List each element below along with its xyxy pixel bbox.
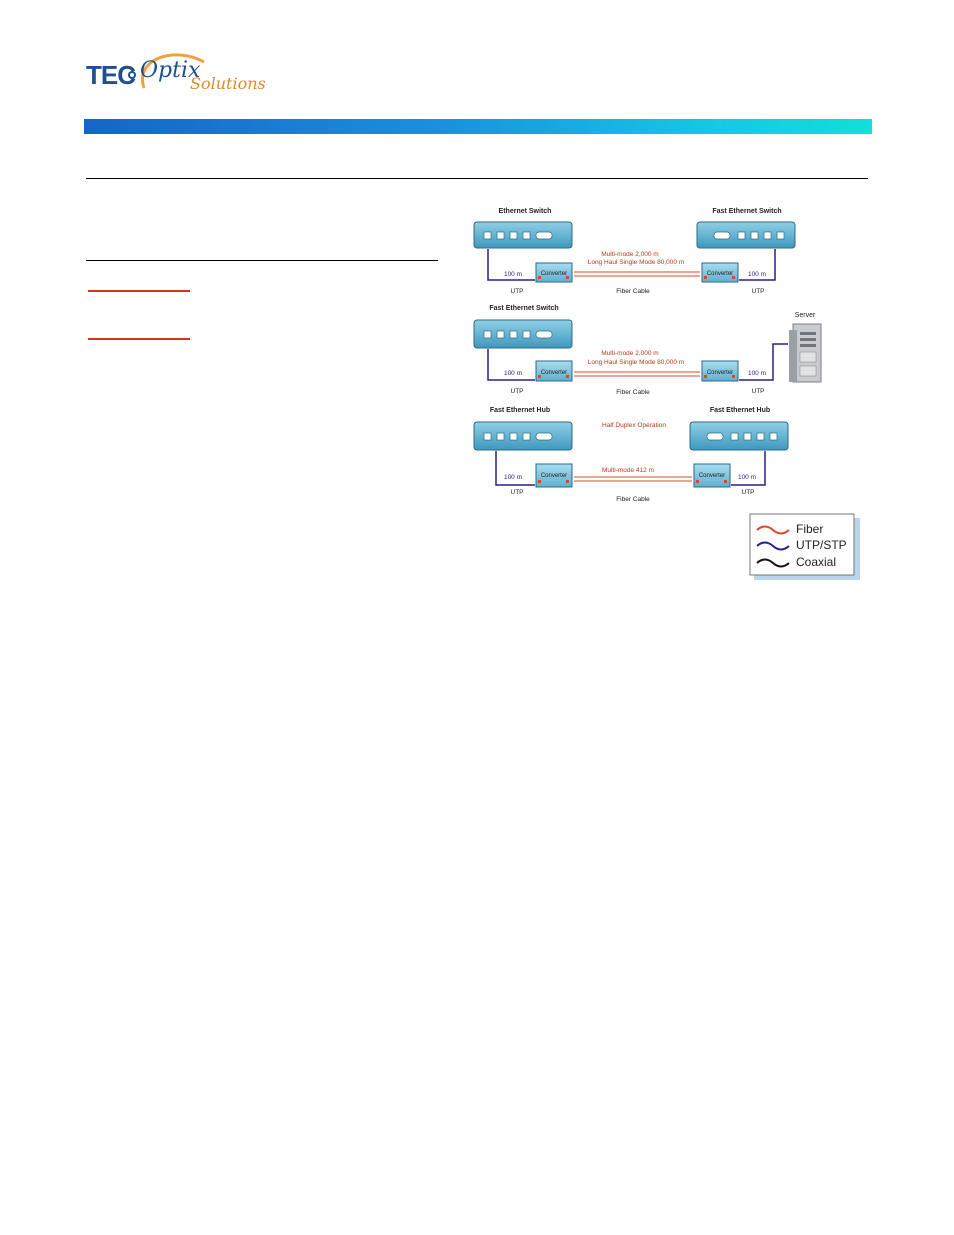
row1-right-device-label: Fast Ethernet Switch xyxy=(712,208,781,215)
logo-swoosh-graphic xyxy=(128,53,205,89)
logo-suffix-text: Solutions xyxy=(190,74,266,93)
server-icon xyxy=(789,323,822,383)
row2-right-utp-link xyxy=(739,343,788,381)
row2-right-device-label: Server xyxy=(795,312,816,319)
row3-mode-note: Half Duplex Operation xyxy=(602,422,666,429)
row1-right-distance: 100 m xyxy=(748,271,766,278)
row2-left-converter-label: Converter xyxy=(541,370,567,376)
row3-right-converter xyxy=(693,463,731,488)
row2-fiber-note-1: Multi-mode 2,000 m xyxy=(601,350,658,357)
red-accent-rule-1 xyxy=(88,290,190,292)
cable-legend: Fiber UTP/STP Coaxial xyxy=(749,513,860,580)
row1-fiber-note-2: Long Haul Single Mode 80,000 m xyxy=(588,259,684,266)
row3-left-converter xyxy=(535,463,573,488)
row1-right-cable-label: UTP xyxy=(752,288,765,295)
row1-left-device-label: Ethernet Switch xyxy=(499,208,552,215)
row2-left-distance: 100 m xyxy=(504,370,522,377)
row3-fiber-note-1: Multi-mode 412 m xyxy=(602,467,654,474)
row2-fast-ethernet-switch xyxy=(473,319,573,349)
row2-left-device-label: Fast Ethernet Switch xyxy=(489,305,558,312)
row2-fiber-note-2: Long Haul Single Mode 80,000 m xyxy=(588,359,684,366)
utp-legend-swatch xyxy=(756,541,790,551)
row2-right-distance: 100 m xyxy=(748,370,766,377)
logo-mark-text: Optix xyxy=(140,58,201,83)
row1-right-converter-label: Converter xyxy=(707,271,733,277)
row3-left-cable-label: UTP xyxy=(511,489,524,496)
row3-right-converter-label: Converter xyxy=(699,473,725,479)
row3-right-distance: 100 m xyxy=(738,474,756,481)
network-diagram: Ethernet Switch Fast Ethernet Switch Con… xyxy=(473,208,860,580)
row3-right-fast-ethernet-hub xyxy=(689,421,789,451)
row3-right-cable-label: UTP xyxy=(742,489,755,496)
row2-right-converter xyxy=(701,360,739,382)
fiber-legend-swatch xyxy=(756,525,790,535)
row2-fiber-cable-label: Fiber Cable xyxy=(616,389,650,396)
row3-left-utp-link xyxy=(495,451,535,486)
company-logo: TEC Optix Solutions xyxy=(86,48,266,106)
legend-label-utp: UTP/STP xyxy=(796,538,847,552)
logo-brand-text: TEC xyxy=(86,60,136,90)
header-gradient-bar xyxy=(84,119,872,134)
row1-left-cable-label: UTP xyxy=(511,288,524,295)
row1-left-distance: 100 m xyxy=(504,271,522,278)
legend-label-fiber: Fiber xyxy=(796,522,823,536)
row1-right-utp-link xyxy=(739,249,776,281)
row3-fiber-cable-label: Fiber Cable xyxy=(616,496,650,503)
row1-fiber-cable-label: Fiber Cable xyxy=(616,288,650,295)
column-divider xyxy=(86,260,438,261)
row2-left-converter xyxy=(535,360,573,382)
section-divider xyxy=(86,178,868,179)
row3-right-device-label: Fast Ethernet Hub xyxy=(710,407,770,414)
row2-left-utp-link xyxy=(487,349,535,381)
row2-right-cable-label: UTP xyxy=(752,388,765,395)
legend-label-coaxial: Coaxial xyxy=(796,555,836,569)
row1-left-converter xyxy=(535,262,573,283)
row1-fiber-note-1: Multi-mode 2,000 m xyxy=(601,251,658,258)
row1-fast-ethernet-switch xyxy=(696,221,796,249)
coaxial-legend-swatch xyxy=(756,558,790,568)
row3-left-distance: 100 m xyxy=(504,474,522,481)
row1-right-converter xyxy=(701,262,739,283)
row3-right-utp-link xyxy=(731,451,766,486)
row3-left-device-label: Fast Ethernet Hub xyxy=(490,407,550,414)
row3-left-converter-label: Converter xyxy=(541,473,567,479)
row3-left-fast-ethernet-hub xyxy=(473,421,573,451)
row2-left-cable-label: UTP xyxy=(511,388,524,395)
row1-left-converter-label: Converter xyxy=(541,271,567,277)
row1-ethernet-switch xyxy=(473,221,573,249)
row1-left-utp-link xyxy=(487,249,535,281)
red-accent-rule-2 xyxy=(88,338,190,340)
row2-right-converter-label: Converter xyxy=(707,370,733,376)
